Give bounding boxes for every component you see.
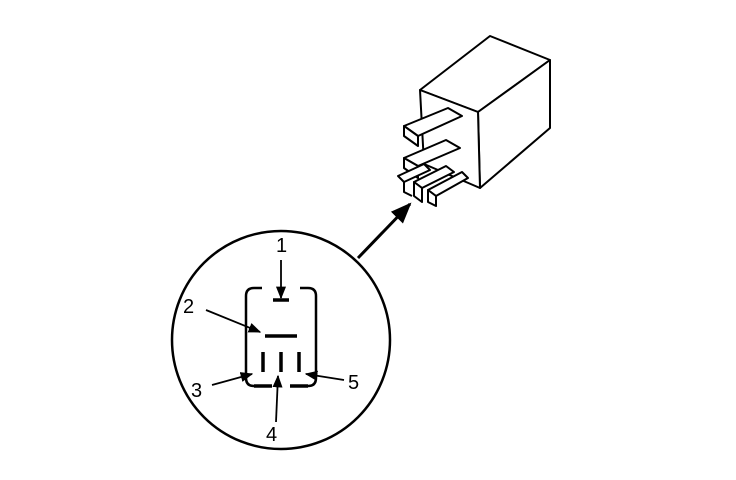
callout-2: 2 (183, 296, 194, 318)
leader-5 (304, 370, 345, 381)
leader-2 (205, 309, 262, 333)
callout-5: 5 (348, 372, 359, 394)
callout-1: 1 (276, 235, 287, 257)
callout-4: 4 (266, 424, 277, 446)
socket-outline (244, 286, 318, 388)
pointer-arrow (356, 202, 412, 260)
callout-3: 3 (191, 380, 202, 402)
relay-terminals (397, 107, 469, 207)
pin-slots (254, 298, 308, 388)
detail-circle (170, 229, 392, 451)
leader-4 (272, 374, 283, 423)
leader-3 (211, 372, 254, 386)
leader-lines (205, 260, 345, 423)
